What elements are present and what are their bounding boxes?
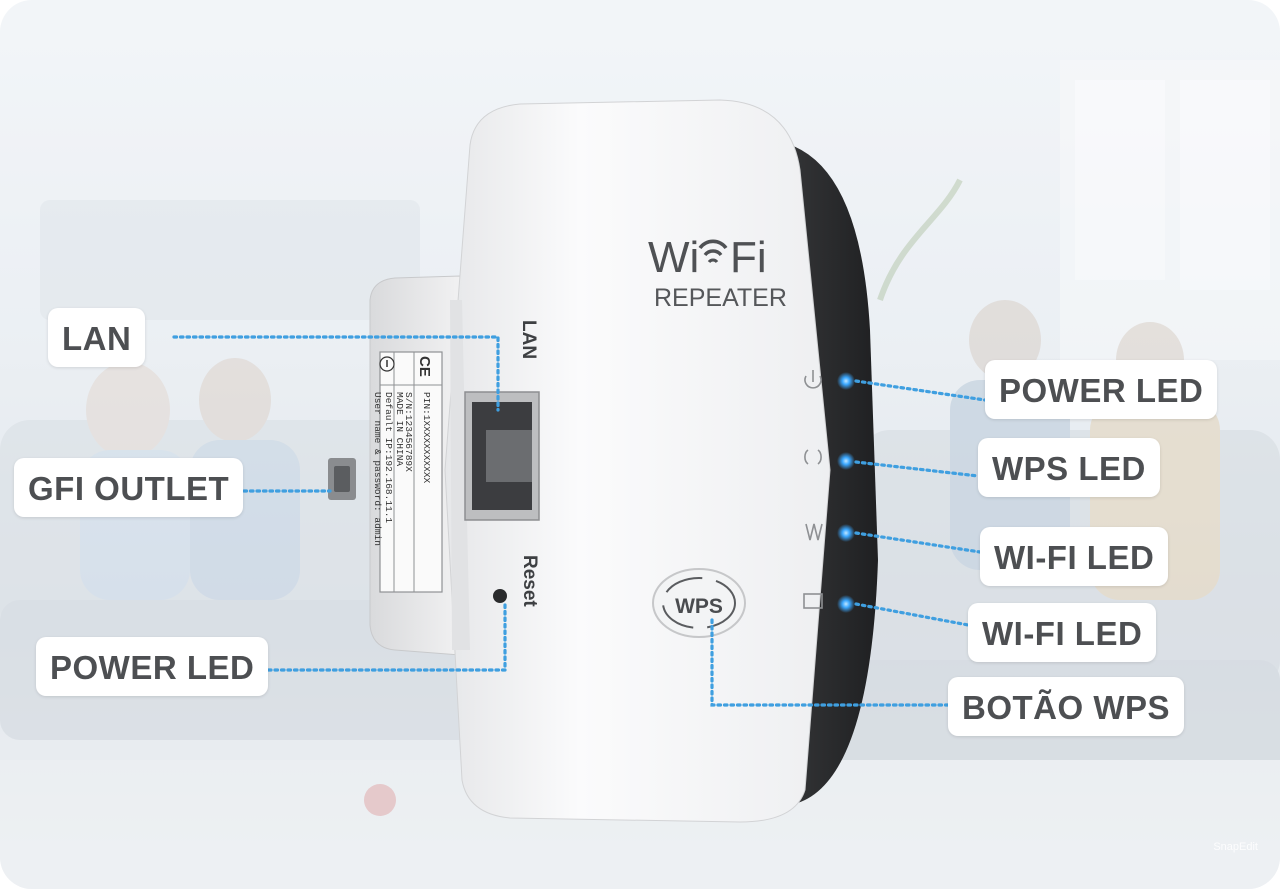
callout-power-led-left: POWER LED	[36, 637, 269, 696]
spec-sticker: Default IP:192.168.11.1 User name & pass…	[372, 351, 443, 593]
warning-icon	[379, 356, 395, 372]
wifi-led-icon	[805, 523, 823, 541]
wifi-led-2-connector	[854, 602, 970, 627]
wifi-led-light-1	[837, 524, 855, 542]
led-lights	[837, 372, 855, 613]
wifi-logo: Wi Fi REPEATER	[648, 233, 787, 312]
wps-button-connector	[710, 618, 950, 707]
callout-wifi-led-2: WI-FI LED	[968, 603, 1157, 662]
power-led-light	[837, 372, 855, 390]
watermark: SnapEdit	[1213, 841, 1258, 853]
reset-label: Reset	[519, 555, 540, 607]
callout-power-led: POWER LED	[985, 360, 1218, 419]
lan-port-label: LAN	[518, 320, 539, 359]
svg-text:Wi: Wi	[648, 233, 699, 282]
callout-gfi-outlet: GFI OUTLET	[14, 458, 244, 517]
wps-led-icon	[804, 449, 809, 465]
wps-led-light	[837, 452, 855, 470]
svg-text:WPS: WPS	[675, 595, 723, 618]
power-led-connector	[854, 379, 987, 402]
wifi-led-light-2	[837, 595, 855, 613]
sticker-line-ip: Default IP:192.168.11.1	[383, 392, 394, 523]
wifi-led-1-connector	[854, 531, 982, 554]
ce-mark: CE	[416, 356, 433, 377]
wifi-signal-icon	[698, 239, 728, 250]
sticker-line-login: User name & password: admin	[372, 392, 383, 546]
power-led-icon	[804, 375, 822, 389]
reset-hole	[493, 589, 507, 603]
power-led-left-connector	[260, 602, 507, 672]
lan-connector	[172, 335, 500, 412]
wps-led-connector	[854, 460, 980, 478]
lan-led-icon	[803, 593, 823, 609]
sticker-line-serial: S/N:123456789X	[403, 392, 414, 472]
callout-wps-led: WPS LED	[978, 438, 1160, 497]
callout-lan: LAN	[48, 308, 146, 367]
callout-wifi-led-1: WI-FI LED	[980, 527, 1169, 586]
sticker-line-origin: MADE IN CHINA	[394, 392, 405, 466]
led-icons	[803, 370, 823, 609]
sticker-line-pin: PIN:1XXXXXXXXXXX	[421, 392, 432, 484]
svg-text:Fi: Fi	[730, 233, 767, 282]
callout-wps-button: BOTÃO WPS	[948, 677, 1184, 736]
lan-port	[464, 391, 540, 521]
device-body	[444, 99, 831, 823]
svg-text:REPEATER: REPEATER	[654, 284, 787, 312]
wps-button-graphic: WPS	[652, 568, 746, 638]
